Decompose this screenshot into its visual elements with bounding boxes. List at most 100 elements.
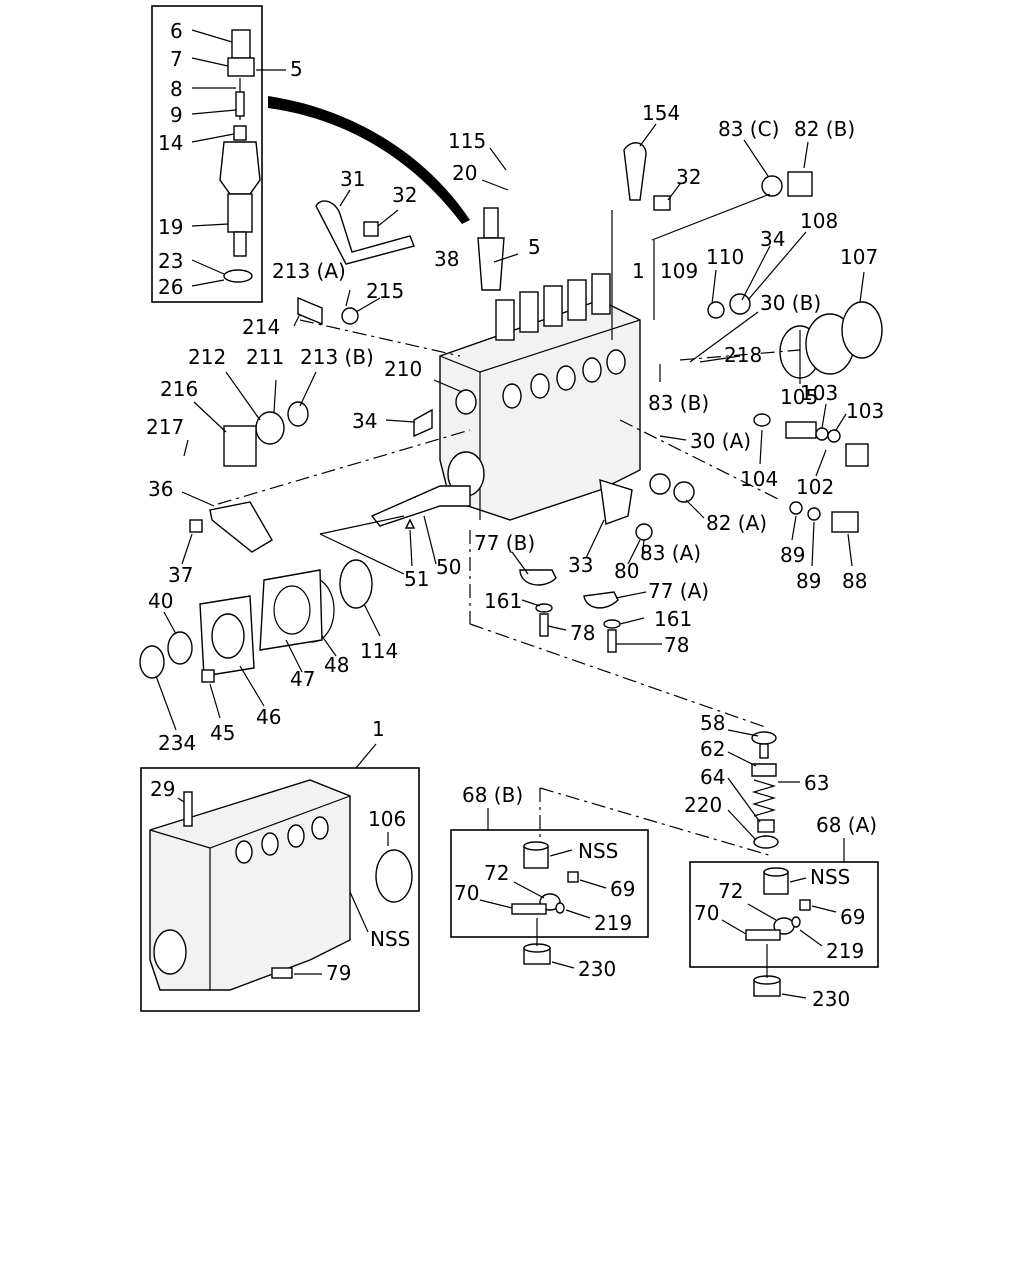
- delivery-valve-inset: [151, 5, 286, 303]
- callout-210: 210: [384, 357, 422, 381]
- callout-78b: 78: [664, 633, 689, 657]
- callout-211: 211: [246, 345, 284, 369]
- injection-pump-body: [370, 207, 641, 527]
- callout-213a: 213 (A): [272, 259, 346, 283]
- callout-82a: 82 (A): [706, 511, 767, 535]
- callout-32b: 32: [392, 183, 417, 207]
- roller-tappet-box-a: [689, 838, 879, 999]
- callout-5a: 5: [290, 57, 303, 81]
- leader-lines: [155, 123, 865, 769]
- callout-63: 63: [804, 771, 829, 795]
- callout-1a: 1: [632, 259, 645, 283]
- callout-72a: 72: [484, 861, 509, 885]
- callout-72b: 72: [718, 879, 743, 903]
- pump-housing-inset: [140, 767, 420, 1012]
- callout-7: 7: [170, 47, 183, 71]
- callout-212: 212: [188, 345, 226, 369]
- callout-219b: 219: [826, 939, 864, 963]
- callout-103b: 103: [846, 399, 884, 423]
- callout-105: 105: [780, 385, 818, 409]
- callout-69b: 69: [840, 905, 865, 929]
- callout-216: 216: [160, 377, 198, 401]
- callout-161a: 161: [484, 589, 522, 613]
- callout-34b: 34: [352, 409, 377, 433]
- callout-83b: 83 (B): [648, 391, 709, 415]
- callout-213b: 213 (B): [300, 345, 374, 369]
- callout-218: 218: [724, 343, 762, 367]
- assembly-lines: [217, 193, 801, 857]
- callout-40: 40: [148, 589, 173, 613]
- callout-104: 104: [740, 467, 778, 491]
- callout-30a: 30 (A): [690, 429, 751, 453]
- callout-215: 215: [366, 279, 404, 303]
- callout-89b: 89: [796, 569, 821, 593]
- callout-58: 58: [700, 711, 725, 735]
- callout-161b: 161: [654, 607, 692, 631]
- surrounding-parts: [139, 142, 883, 683]
- callout-14: 14: [158, 131, 183, 155]
- callout-83c: 83 (C): [718, 117, 779, 141]
- callout-110: 110: [706, 245, 744, 269]
- callout-80: 80: [614, 559, 639, 583]
- callout-214: 214: [242, 315, 280, 339]
- callout-20: 20: [452, 161, 477, 185]
- callout-83a: 83 (A): [640, 541, 701, 565]
- callout-230a: 230: [578, 957, 616, 981]
- callout-50: 50: [436, 555, 461, 579]
- callout-88: 88: [842, 569, 867, 593]
- callout-69a: 69: [610, 877, 635, 901]
- callout-219a: 219: [594, 911, 632, 935]
- callout-79: 79: [326, 961, 351, 985]
- callout-68b: 68 (B): [462, 783, 523, 807]
- callout-77b: 77 (B): [474, 531, 535, 555]
- callout-nss-b: NSS: [578, 839, 618, 863]
- callout-48: 48: [324, 653, 349, 677]
- callout-30b: 30 (B): [760, 291, 821, 315]
- callout-37: 37: [168, 563, 193, 587]
- callout-26: 26: [158, 275, 183, 299]
- callout-32a: 32: [676, 165, 701, 189]
- callout-nss-inset: NSS: [370, 927, 410, 951]
- callout-217: 217: [146, 415, 184, 439]
- callout-234: 234: [158, 731, 196, 755]
- callout-106: 106: [368, 807, 406, 831]
- callout-8: 8: [170, 77, 183, 101]
- callout-5b: 5: [528, 235, 541, 259]
- callout-102: 102: [796, 475, 834, 499]
- callout-109: 109: [660, 259, 698, 283]
- roller-tappet-box-b: [450, 808, 649, 969]
- callout-154: 154: [642, 101, 680, 125]
- callout-46: 46: [256, 705, 281, 729]
- callout-77a: 77 (A): [648, 579, 709, 603]
- callout-108: 108: [800, 209, 838, 233]
- callout-23: 23: [158, 249, 183, 273]
- tappet-spring-stack: [727, 729, 800, 849]
- callout-1b: 1: [372, 717, 385, 741]
- callout-nss-a: NSS: [810, 865, 850, 889]
- callout-47: 47: [290, 667, 315, 691]
- callout-64: 64: [700, 765, 725, 789]
- callout-78a: 78: [570, 621, 595, 645]
- callout-6: 6: [170, 19, 183, 43]
- callout-arrow: [268, 96, 470, 224]
- callout-19: 19: [158, 215, 183, 239]
- callout-115: 115: [448, 129, 486, 153]
- callout-114: 114: [360, 639, 398, 663]
- callout-70a: 70: [454, 881, 479, 905]
- callout-29: 29: [150, 777, 175, 801]
- callout-107: 107: [840, 245, 878, 269]
- callout-62: 62: [700, 737, 725, 761]
- callout-34a: 34: [760, 227, 785, 251]
- callout-36: 36: [148, 477, 173, 501]
- callout-9: 9: [170, 103, 183, 127]
- callout-labels: 6 7 5 8 9 14 19 23 26 115 20 154 83 (C) …: [146, 19, 884, 1011]
- callout-70b: 70: [694, 901, 719, 925]
- callout-45: 45: [210, 721, 235, 745]
- callout-31: 31: [340, 167, 365, 191]
- callout-230b: 230: [812, 987, 850, 1011]
- callout-82b: 82 (B): [794, 117, 855, 141]
- callout-89a: 89: [780, 543, 805, 567]
- callout-68a: 68 (A): [816, 813, 877, 837]
- callout-103a: 103: [800, 381, 838, 405]
